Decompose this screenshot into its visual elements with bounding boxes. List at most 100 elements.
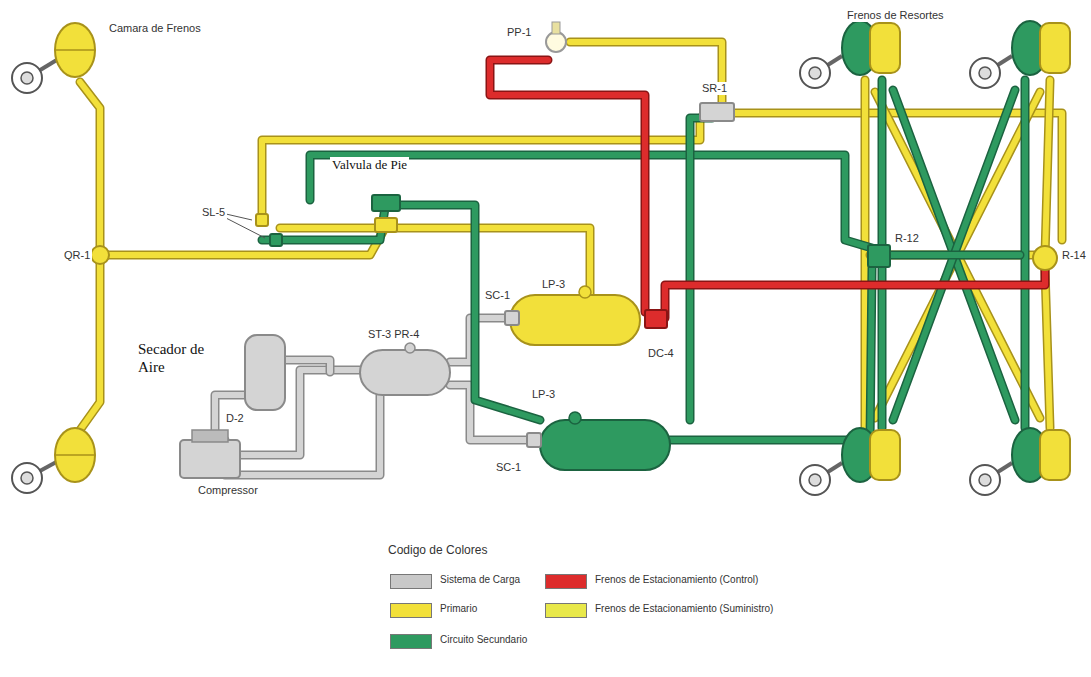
air-reservoir (510, 295, 640, 345)
air-line (875, 92, 1040, 418)
park-knob (552, 22, 560, 34)
component-label: Secador de Aire (136, 340, 222, 376)
park-control-valve (546, 32, 566, 52)
spring-brake-valve (700, 103, 734, 121)
air-reservoir (540, 420, 670, 470)
component-label: SR-1 (700, 82, 729, 95)
component-label: R-14 (1060, 249, 1088, 262)
foot-valve (372, 195, 400, 211)
component-label: QR-1 (62, 249, 92, 262)
compressor (180, 440, 240, 478)
drain-valve (569, 412, 581, 424)
stop-light-switch (256, 214, 268, 226)
air-line (1045, 80, 1050, 255)
air-line (875, 92, 1040, 418)
air-line (262, 118, 700, 222)
brake-drum (12, 463, 42, 493)
component-label: Codigo de Colores (386, 543, 489, 557)
legend-text: Sistema de Carga (440, 574, 520, 585)
leader-line (226, 218, 265, 238)
component-label: ST-3 PR-4 (366, 328, 421, 341)
component-label: R-12 (893, 232, 921, 245)
legend-swatch (390, 574, 432, 589)
component-label: Frenos de Resortes (845, 9, 946, 22)
brake-drum-hub (809, 67, 821, 79)
legend-swatch (545, 603, 587, 618)
air-reservoir (360, 350, 450, 395)
air-line (875, 92, 1040, 418)
air-line (888, 252, 1020, 258)
leader-line (226, 214, 252, 220)
stop-light-switch (270, 234, 282, 246)
quick-release-valve (91, 246, 109, 264)
air-line (888, 251, 1020, 260)
component-label: Valvula de Pie (330, 157, 409, 173)
air-line (285, 360, 330, 372)
air-line (310, 155, 872, 248)
foot-valve (375, 218, 397, 232)
compressor-head (192, 430, 228, 442)
brake-drum (970, 58, 1000, 88)
component-label: Camara de Frenos (107, 22, 203, 35)
air-line (1045, 80, 1050, 255)
brake-drum-hub (21, 472, 33, 484)
component-label: PP-1 (505, 26, 533, 39)
air-line (665, 268, 1045, 318)
legend-swatch (390, 634, 432, 649)
air-line (665, 268, 1045, 318)
air-line (875, 92, 1040, 418)
component-label: SC-1 (494, 461, 523, 474)
brake-chamber-rim (55, 49, 95, 51)
air-line (670, 268, 872, 440)
spring-brake-chamber (1040, 430, 1070, 480)
check-valve (527, 433, 541, 447)
air-line (262, 118, 700, 222)
air-line (490, 60, 645, 312)
legend-text: Frenos de Estacionamiento (Control) (595, 574, 758, 585)
brake-drum (970, 465, 1000, 495)
air-line (490, 60, 645, 312)
spring-brake-chamber (1040, 23, 1070, 73)
legend-text: Frenos de Estacionamiento (Suministro) (595, 603, 773, 614)
brake-drum-hub (809, 474, 821, 486)
brake-chamber (55, 428, 95, 482)
check-valve (505, 311, 519, 325)
relay-valve (868, 245, 890, 267)
relay-valve (1033, 246, 1057, 270)
component-label: SC-1 (483, 289, 512, 302)
spring-brake-chamber (870, 23, 900, 73)
brake-drum-hub (979, 67, 991, 79)
air-line (310, 155, 872, 248)
air-line (870, 252, 1045, 258)
brake-drum-hub (979, 474, 991, 486)
legend-swatch (390, 603, 432, 618)
double-check-valve (645, 310, 667, 328)
brake-drum (800, 58, 830, 88)
air-line (870, 251, 1045, 260)
brake-drum-hub (21, 72, 33, 84)
component-label: LP-3 (530, 388, 557, 401)
air-line (670, 268, 872, 440)
air-line (450, 318, 510, 362)
component-label: D-2 (224, 412, 246, 425)
brake-drum (12, 63, 42, 93)
air-line (690, 118, 712, 420)
legend-text: Circuito Secundario (440, 634, 527, 645)
brake-drum (800, 465, 830, 495)
spring-brake-chamber (870, 430, 900, 480)
pressure-relief (405, 343, 415, 353)
air-line (1045, 270, 1050, 428)
air-line (1045, 270, 1050, 428)
component-label: DC-4 (646, 347, 676, 360)
brake-chamber-rim (55, 454, 95, 456)
component-label: LP-3 (540, 278, 567, 291)
drain-valve (579, 286, 591, 298)
legend-swatch (545, 574, 587, 589)
legend-text: Primario (440, 603, 477, 614)
air-line (285, 360, 330, 372)
brake-chamber (55, 23, 95, 77)
component-label: Compressor (196, 484, 260, 497)
air-dryer (245, 335, 285, 410)
air-line (690, 118, 712, 420)
